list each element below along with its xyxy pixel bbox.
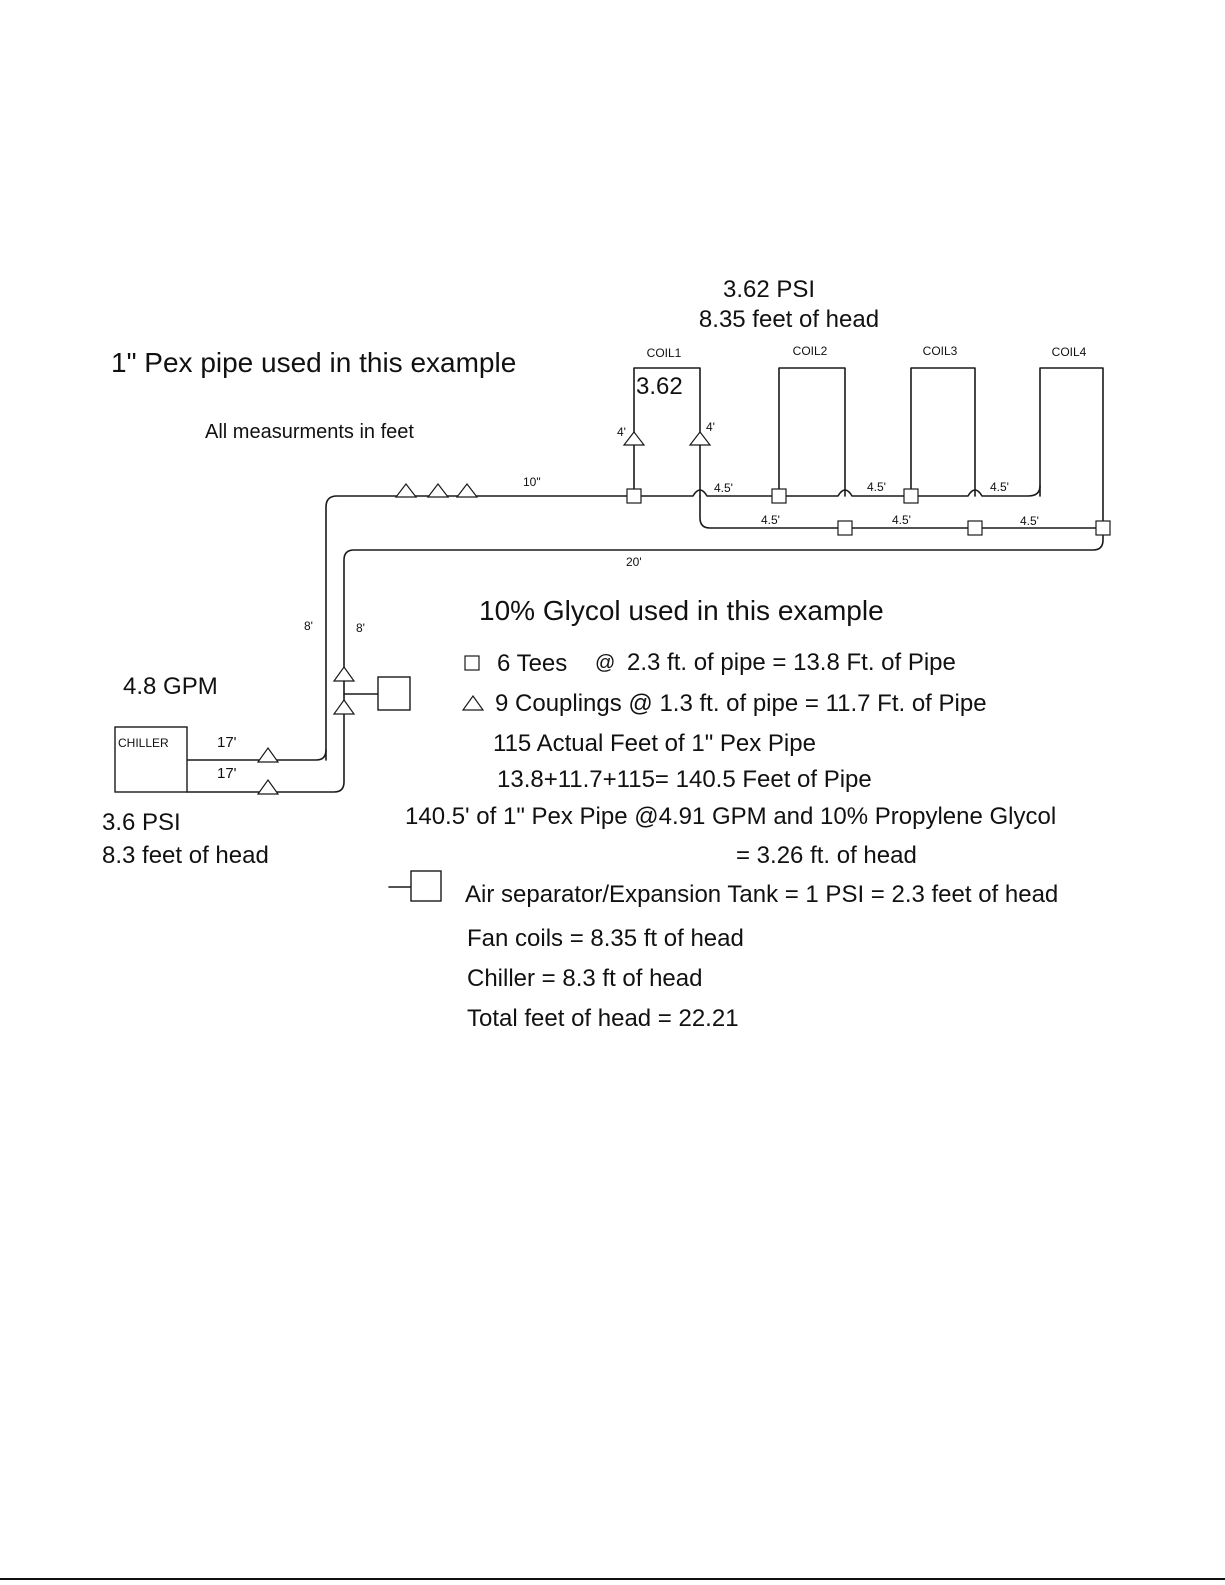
tee-fitting [903,488,919,504]
coupling-fitting [394,483,418,498]
chiller-psi: 3.6 PSI [102,809,181,836]
chiller-head: 8.3 feet of head [102,842,269,869]
chiller-label: CHILLER [118,736,169,750]
units-note: All measurments in feet [205,421,414,443]
tee-fitting [626,488,642,504]
tee-legend-icon [464,655,480,671]
supply-seg-1-length: 4.5' [714,481,733,495]
pipe-note: 1" Pex pipe used in this example [111,347,516,378]
chiller-supply-pipe [186,749,327,761]
head-calc-line1: 140.5' of 1" Pex Pipe @4.91 GPM and 10% … [405,803,1056,830]
coil3-loop [910,367,976,497]
supply-main-length: 10" [523,475,541,489]
coil1-value: 3.62 [636,373,683,400]
couplings-calc: 9 Couplings @ 1.3 ft. of pipe = 11.7 Ft.… [495,690,987,717]
tee-fitting [837,520,853,536]
tee-fitting [1095,520,1111,536]
tees-at: @ [595,652,615,674]
coil1-label: COIL1 [647,346,682,360]
coupling-fitting [332,698,356,715]
coil2-loop [778,367,846,497]
coil1-riser-left-length: 4' [617,425,626,439]
coil1-riser-right-length: 4' [706,420,715,434]
coupling-legend-icon [461,694,485,711]
return-seg-1-length: 4.5' [761,513,780,527]
supply-seg-3-length: 4.5' [990,480,1009,494]
return-seg-3-length: 4.5' [1020,514,1039,528]
coupling-fitting [256,778,280,795]
coil4-label: COIL4 [1052,345,1087,359]
pipe-sum: 13.8+11.7+115= 140.5 Feet of Pipe [497,766,872,793]
expansion-tank [377,676,411,711]
coupling-fitting [455,483,479,498]
chiller-supply-length: 17' [217,734,237,751]
actual-pipe: 115 Actual Feet of 1" Pex Pipe [493,730,816,757]
riser-left-length: 8' [304,619,313,633]
tees-result: 2.3 ft. of pipe = 13.8 Ft. of Pipe [627,649,956,676]
supply-seg-2-length: 4.5' [867,480,886,494]
flow-rate: 4.8 GPM [123,673,218,700]
chiller-return-length: 17' [217,765,237,782]
riser-right-length: 8' [356,621,365,635]
tee-fitting [771,488,787,504]
return-pipe [186,495,1104,793]
head-calc-line2: = 3.26 ft. of head [736,842,917,869]
fan-coils-head: Fan coils = 8.35 ft of head [467,925,744,952]
total-head: Total feet of head = 22.21 [467,1005,739,1032]
coil4-loop [1039,367,1104,529]
page-bottom-rule [0,1578,1225,1580]
glycol-note: 10% Glycol used in this example [479,595,884,626]
coil-pressure-psi: 3.62 PSI [723,276,815,303]
coupling-fitting [256,746,280,763]
coil3-label: COIL3 [923,344,958,358]
coil-pressure-head: 8.35 feet of head [699,306,879,333]
return-seg-2-length: 4.5' [892,513,911,527]
air-separator-legend-icon [410,870,442,902]
air-separator-calc: Air separator/Expansion Tank = 1 PSI = 2… [465,881,1058,908]
supply-pipe [325,485,1041,761]
coupling-fitting [688,431,712,446]
coupling-fitting [332,665,356,682]
chiller-head-calc: Chiller = 8.3 ft of head [467,965,702,992]
tees-count: 6 Tees [497,650,567,677]
coupling-fitting [622,431,646,446]
coupling-fitting [426,483,450,498]
return-main-length: 20' [626,555,642,569]
coil2-label: COIL2 [793,344,828,358]
chiller-box [114,726,188,793]
tee-fitting [967,520,983,536]
